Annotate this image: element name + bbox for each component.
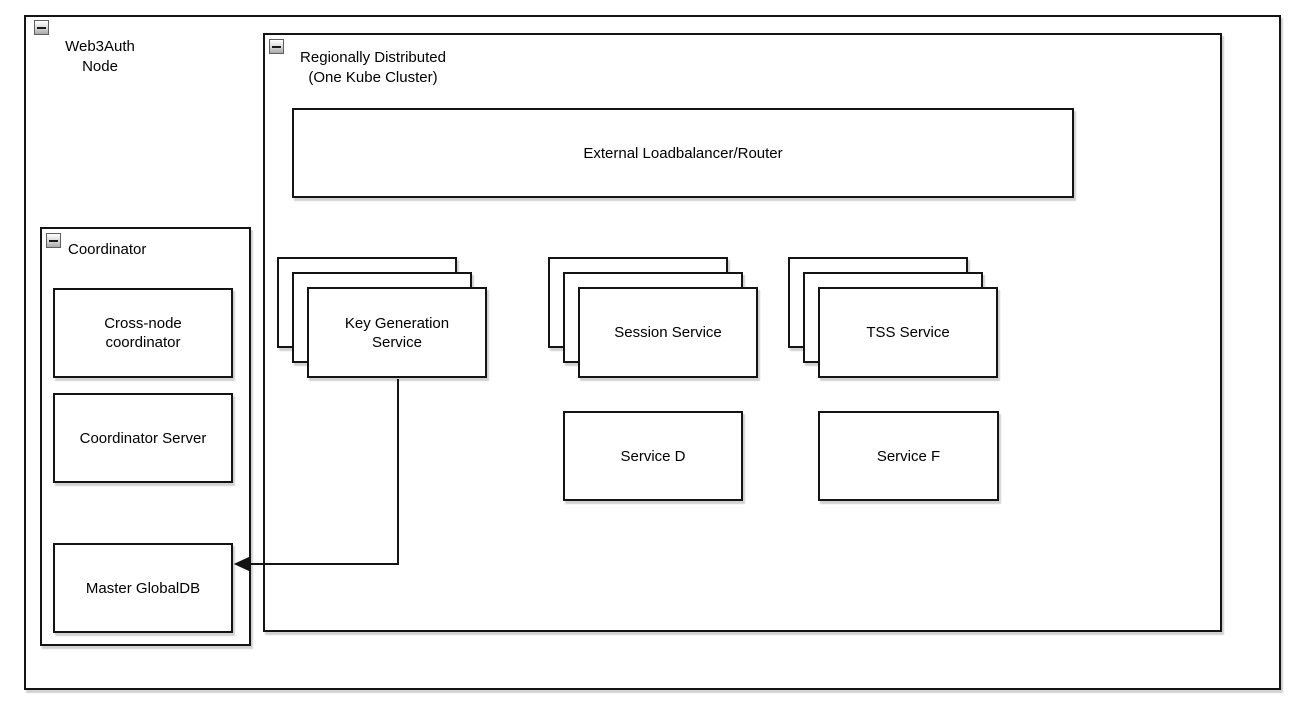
stack-key-generation-service[interactable]: Key Generation Service [277,257,491,381]
box-label: TSS Service [866,324,950,341]
container-title-regionally-distributed: Regionally Distributed (One Kube Cluster… [300,49,446,86]
box-service-d[interactable]: Service D [563,411,743,501]
box-label: Key Generation Service [344,314,450,351]
container-title-web3auth-node: Web3Auth Node [65,38,135,75]
collapse-icon[interactable] [269,39,284,54]
box-external-loadbalancer[interactable]: External Loadbalancer/Router [292,108,1074,198]
box-label: Coordinator Server [79,429,207,447]
box-label: Cross-node coordinator [104,315,182,351]
box-coordinator-server[interactable]: Coordinator Server [53,393,233,483]
stack-front-card[interactable]: Session Service [578,287,758,378]
box-cross-node-coordinator[interactable]: Cross-node coordinator [53,288,233,378]
container-coordinator[interactable]: Coordinator Cross-node coordinator Coord… [40,227,251,646]
box-label: Session Service [614,324,722,341]
box-label: Master GlobalDB [85,579,201,597]
stack-tss-service[interactable]: TSS Service [788,257,1002,381]
minus-icon [49,239,58,242]
stack-front-card[interactable]: Key Generation Service [307,287,487,378]
container-regionally-distributed[interactable]: Regionally Distributed (One Kube Cluster… [263,33,1222,632]
collapse-icon[interactable] [34,20,49,35]
box-service-f[interactable]: Service F [818,411,999,501]
container-title-coordinator: Coordinator [68,241,147,258]
minus-icon [37,26,46,29]
minus-icon [272,45,281,48]
box-master-globaldb[interactable]: Master GlobalDB [53,543,233,633]
collapse-icon[interactable] [46,233,61,248]
box-label: Service F [876,447,941,465]
stack-front-card[interactable]: TSS Service [818,287,998,378]
box-label: Service D [620,447,686,465]
box-label: External Loadbalancer/Router [583,144,783,162]
stack-session-service[interactable]: Session Service [548,257,762,381]
